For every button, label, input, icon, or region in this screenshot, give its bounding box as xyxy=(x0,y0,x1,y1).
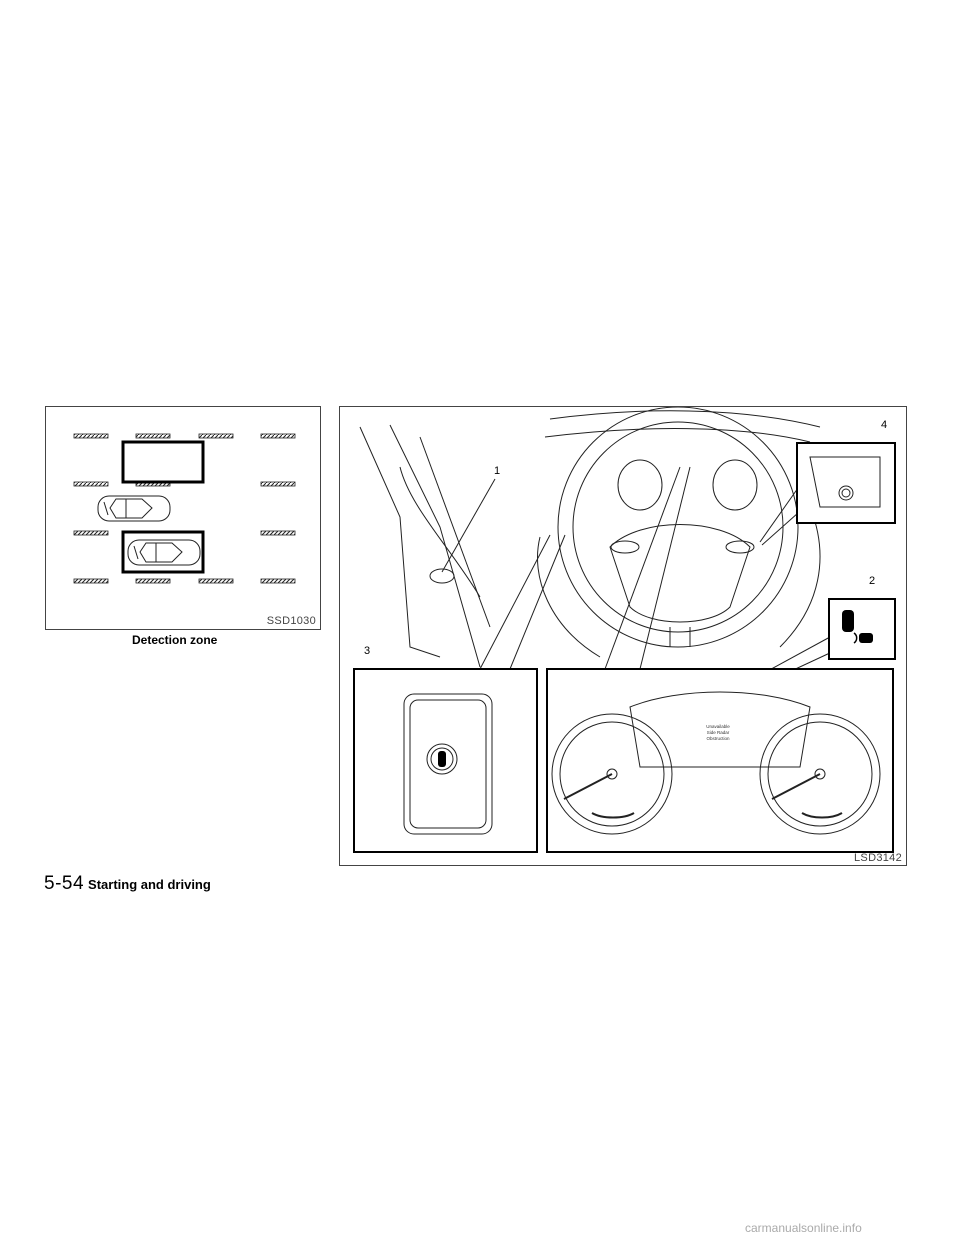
callout-2: 2 xyxy=(869,575,876,587)
figure-code: SSD1030 xyxy=(266,615,316,627)
figure-caption: Detection zone xyxy=(132,633,218,647)
car-parking-diagram xyxy=(73,433,296,584)
section-title: Starting and driving xyxy=(88,877,211,892)
detection-zone-figure: SSD1030 xyxy=(45,406,321,630)
side-radar-switch-icon xyxy=(438,751,446,767)
gauge-cluster-illustration xyxy=(551,691,881,835)
steering-wheel-illustration xyxy=(557,407,799,648)
callout-1: 1 xyxy=(494,465,501,477)
side-radar-indicator-icon xyxy=(842,610,873,644)
display-line-2: Side Radar xyxy=(706,730,730,735)
display-line-3: Obstruction xyxy=(706,736,730,741)
callout-3: 3 xyxy=(364,645,371,657)
page-number: 5-54 xyxy=(44,873,85,894)
callout-4: 4 xyxy=(881,419,888,431)
figure-code: LSD3142 xyxy=(854,852,902,864)
side-radar-figure: 1 2 3 4 Unavailable Side Radar Obstructi… xyxy=(339,406,907,866)
display-message: Unavailable Side Radar Obstruction xyxy=(696,724,740,742)
display-line-1: Unavailable xyxy=(706,724,730,729)
watermark: carmanualsonline.info xyxy=(745,1221,862,1235)
